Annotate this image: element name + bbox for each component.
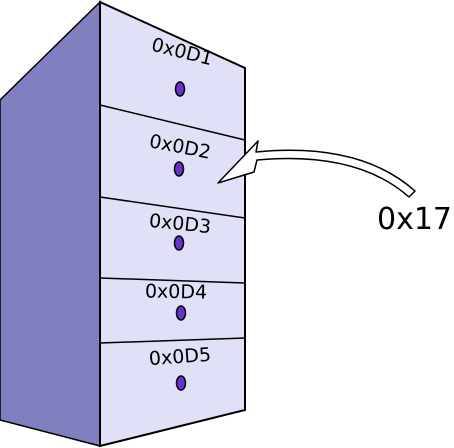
drawer-knob: [174, 81, 186, 97]
drawer-knob: [173, 161, 185, 177]
drawer-label: 0x0D5: [148, 344, 212, 370]
drawer-knob: [173, 235, 185, 251]
drawer-4[interactable]: 0x0D4: [145, 280, 208, 321]
cabinet-side-face: [0, 0, 101, 447]
drawer-label: 0x0D4: [145, 280, 208, 303]
drawer-knob: [175, 305, 187, 321]
drawer-divider: [99, 196, 246, 219]
pointer-arrow: [217, 140, 416, 198]
drawer-5[interactable]: 0x0D5: [148, 344, 212, 391]
drawer-divider: [99, 277, 246, 284]
drawer-knob: [175, 375, 187, 391]
drawer-divider: [99, 337, 246, 344]
drawer-divider: [99, 104, 246, 141]
pointer-value: 0x17: [377, 202, 452, 237]
